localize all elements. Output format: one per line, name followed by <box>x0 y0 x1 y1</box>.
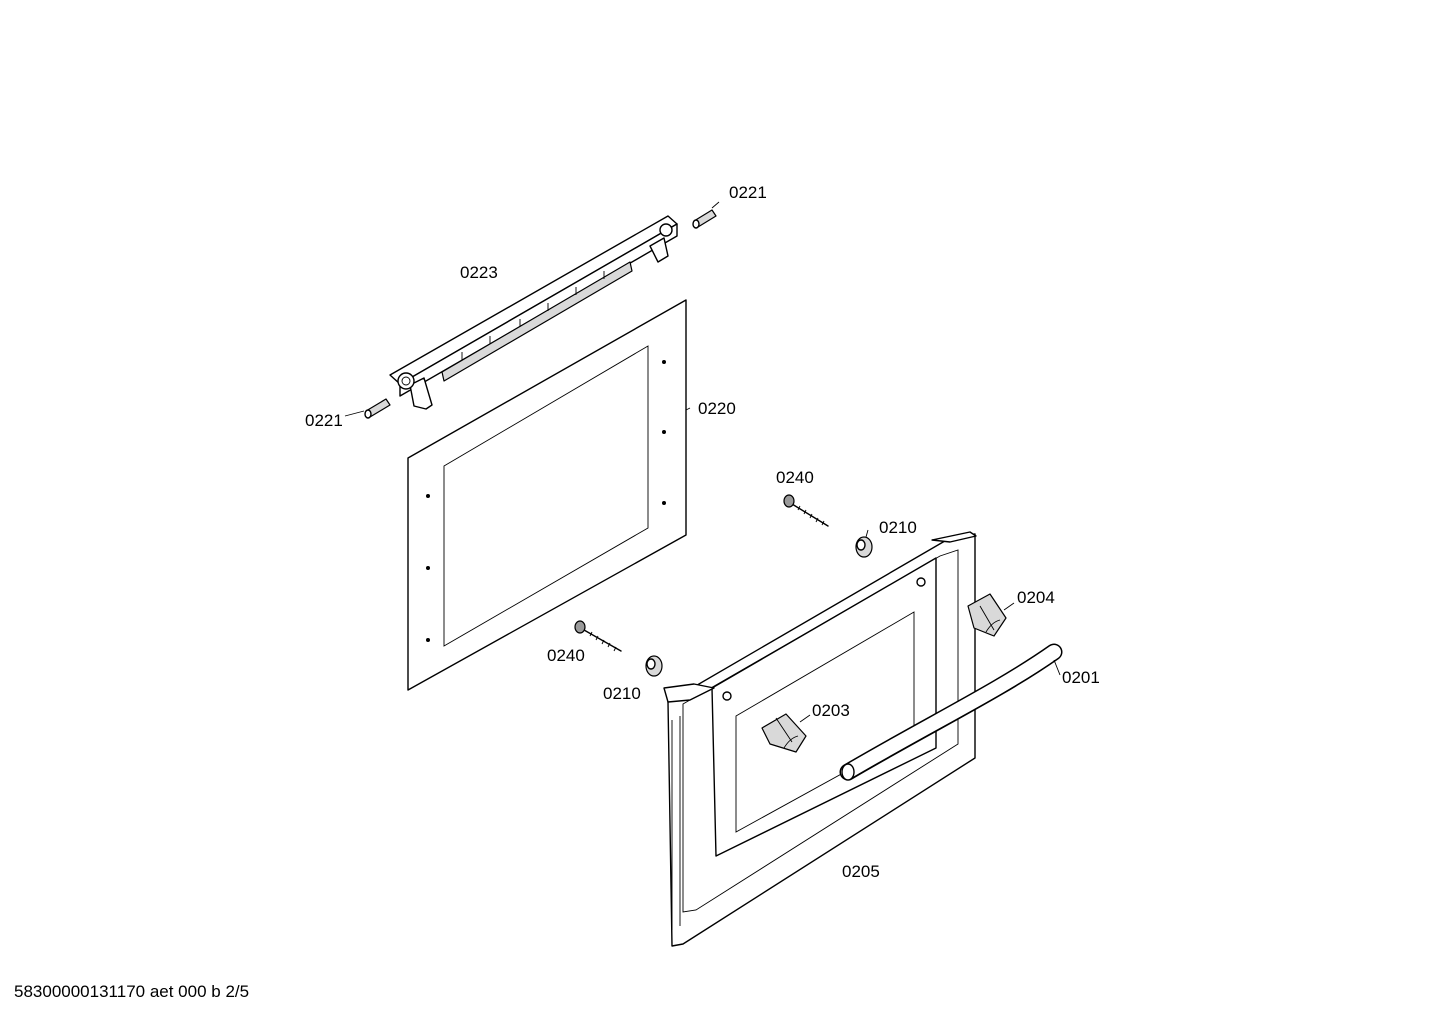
callout-0240-left: 0240 <box>547 646 585 665</box>
outer-door-0205[interactable] <box>663 531 977 947</box>
callout-0201: 0201 <box>1062 668 1100 687</box>
callout-0221-left: 0221 <box>305 411 343 430</box>
top-rail-0223[interactable] <box>389 215 678 410</box>
callout-0210-left: 0210 <box>603 684 641 703</box>
handle-bracket-0203[interactable] <box>761 713 807 753</box>
callout-0240-right: 0240 <box>776 468 814 487</box>
handle-bar-0201[interactable] <box>839 643 1063 781</box>
callout-0204: 0204 <box>1017 588 1055 607</box>
pin-0221-top[interactable] <box>692 209 717 229</box>
callout-0221-top: 0221 <box>729 183 767 202</box>
callout-0223: 0223 <box>460 263 498 282</box>
glass-pane-0220[interactable] <box>407 299 687 691</box>
handle-bracket-0204[interactable] <box>967 593 1007 637</box>
drawing-reference-code: 58300000131170 aet 000 b 2/5 <box>14 982 250 1001</box>
screw-0240-left[interactable] <box>574 620 622 652</box>
callout-0220: 0220 <box>698 399 736 418</box>
callout-0203: 0203 <box>812 701 850 720</box>
callout-0205: 0205 <box>842 862 880 881</box>
bushing-0210-left[interactable] <box>645 655 663 677</box>
leader-lines <box>344 201 1061 723</box>
bushing-0210-right[interactable] <box>855 536 873 558</box>
screw-0240-right[interactable] <box>783 494 829 527</box>
callout-0210-right: 0210 <box>879 518 917 537</box>
pin-0221-left[interactable] <box>364 398 391 419</box>
